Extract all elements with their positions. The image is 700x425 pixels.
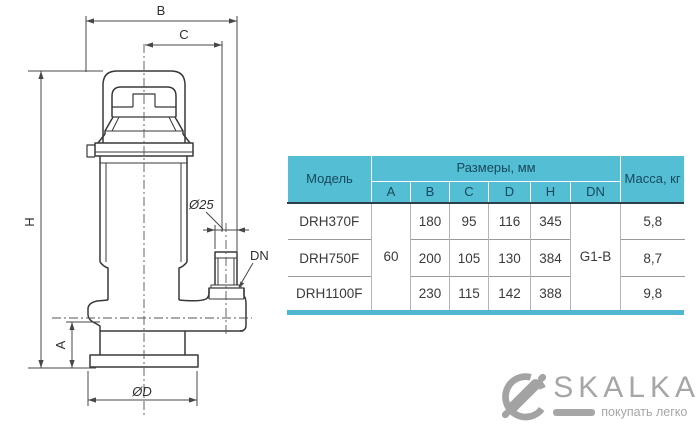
col-header-c: C [449, 181, 489, 203]
pump-drawing-svg: B C H A Ø25 DN ØD [22, 3, 269, 416]
rolling-pin-icon [502, 373, 547, 421]
cell-h: 388 [530, 276, 571, 310]
cell-model: DRH1100F [287, 276, 372, 310]
cell-c: 115 [449, 276, 489, 310]
dim-label-dia25: Ø25 [188, 197, 214, 212]
cell-b: 180 [410, 202, 450, 240]
spec-table: Модель Размеры, мм Масса, кг A B C D H D… [287, 155, 686, 315]
cell-h: 384 [530, 239, 571, 277]
cell-b: 200 [410, 239, 450, 277]
pump-technical-drawing: B C H A Ø25 DN ØD [0, 0, 300, 425]
pump-spec-table: Модель Размеры, мм Масса, кг A B C D H D… [287, 155, 686, 310]
cell-b: 230 [410, 276, 450, 310]
logo-bar [553, 408, 596, 416]
dim-label-a: A [53, 340, 68, 349]
table-row: DRH370F 60 180 95 116 345 G1-B 5,8 [287, 202, 685, 310]
skalka-logo: SKALKA покупать легко [499, 371, 700, 421]
cell-dn-merged: G1-B [569, 202, 621, 310]
table-header-underline [287, 202, 684, 204]
cell-mass: 5,8 [620, 202, 685, 240]
col-header-d: D [488, 181, 531, 203]
col-header-mass: Масса, кг [620, 155, 686, 203]
logo-text-block: SKALKA покупать легко [553, 373, 700, 419]
cell-mass: 8,7 [620, 239, 685, 277]
dim-label-dn: DN [250, 248, 269, 263]
dim-label-b: B [157, 3, 166, 18]
dimension-lines [28, 16, 254, 406]
cell-model: DRH370F [287, 202, 372, 240]
col-header-h: H [530, 181, 571, 203]
cell-c: 95 [449, 202, 489, 240]
cell-a-merged: 60 [371, 202, 411, 310]
logo-name: SKALKA [553, 371, 700, 404]
cell-model: DRH750F [287, 239, 372, 277]
logo-tagline: покупать легко [601, 405, 688, 419]
cell-c: 105 [449, 239, 489, 277]
table-row: DRH1100F 230 115 142 388 9,8 [287, 276, 685, 310]
table-row: DRH750F 200 105 130 384 8,7 [287, 239, 685, 277]
centerlines [52, 44, 252, 416]
col-header-dims-group: Размеры, мм [370, 155, 622, 182]
col-header-b: B [410, 181, 450, 203]
cell-d: 116 [488, 202, 531, 240]
col-header-a: A [371, 181, 411, 203]
logo-subline: покупать легко [553, 405, 687, 419]
cell-d: 130 [488, 239, 531, 277]
table-bottom-bar [287, 310, 684, 315]
cell-h: 345 [530, 202, 571, 240]
dimension-arrows [38, 18, 245, 403]
cell-d: 142 [488, 276, 531, 310]
col-header-model: Модель [287, 155, 372, 203]
col-header-dn: DN [569, 181, 622, 203]
cell-mass: 9,8 [620, 276, 685, 310]
dim-label-h: H [22, 217, 37, 226]
dim-label-c: C [179, 27, 188, 42]
dimension-labels: B C H A Ø25 DN ØD [22, 3, 269, 399]
dim-label-diad: ØD [131, 384, 152, 399]
